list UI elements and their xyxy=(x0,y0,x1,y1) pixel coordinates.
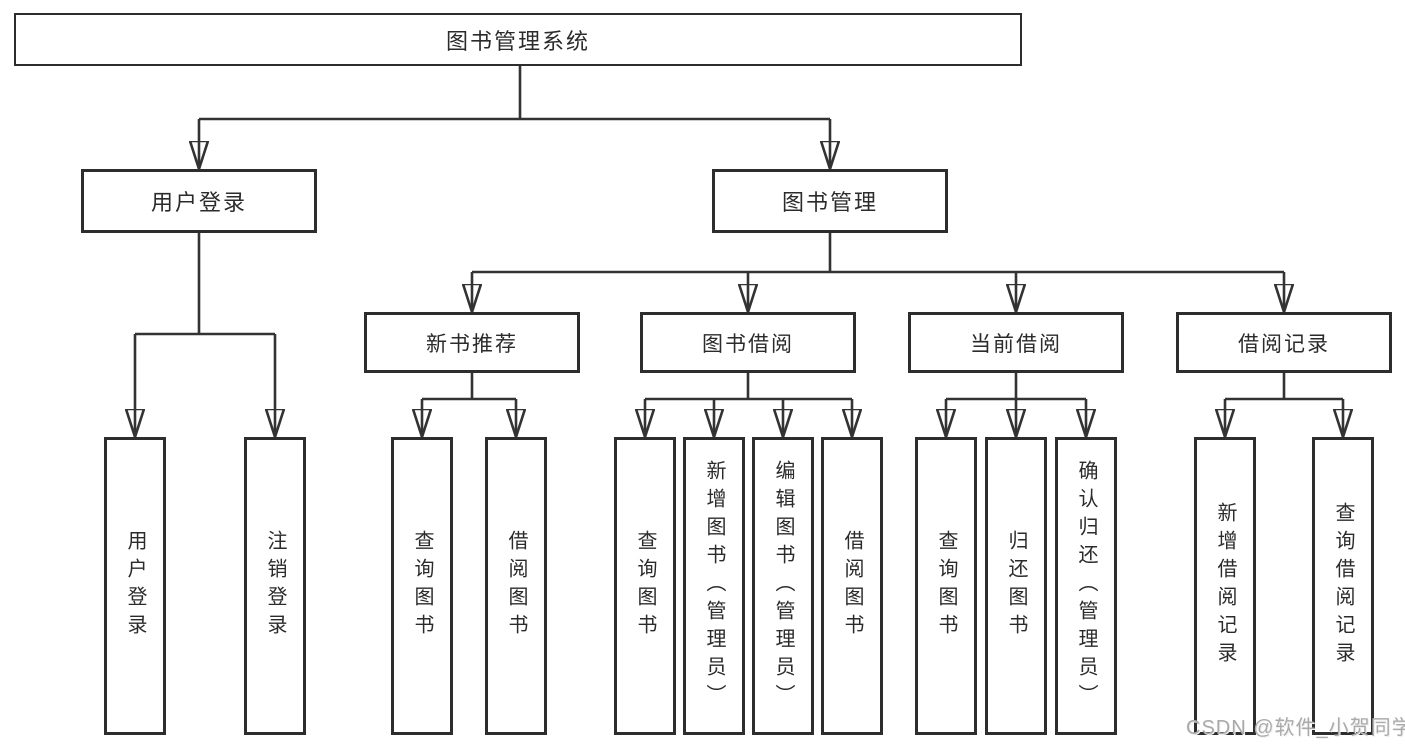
trunk-connector xyxy=(199,66,830,121)
leaf-query-books-1: 查询图书 xyxy=(391,437,453,735)
leaf-edit-books-admin: 编辑图书（管理员） xyxy=(752,437,814,735)
leaf-logout: 注销登录 xyxy=(244,437,306,735)
leaf-return-books: 归还图书 xyxy=(985,437,1047,735)
node-borrowing-records: 借阅记录 xyxy=(1176,312,1392,373)
leaf-confirm-return-admin: 确认归还（管理员） xyxy=(1055,437,1117,735)
leaf-borrow-books-2: 借阅图书 xyxy=(821,437,883,735)
node-new-book-recommend: 新书推荐 xyxy=(364,312,580,373)
leaf-add-borrow-record: 新增借阅记录 xyxy=(1194,437,1256,735)
node-book-management: 图书管理 xyxy=(712,169,948,233)
leaf-query-books-2: 查询图书 xyxy=(614,437,676,735)
book-management-branch xyxy=(472,233,1284,274)
csdn-watermark: CSDN @软件_小贺同学 xyxy=(1186,717,1405,739)
user-login-branch xyxy=(135,233,275,336)
node-book-borrowing: 图书借阅 xyxy=(640,312,856,373)
current-borrowing-branch xyxy=(946,373,1086,401)
leaf-query-books-3: 查询图书 xyxy=(915,437,977,735)
leaf-user-login: 用户登录 xyxy=(104,437,166,735)
leaf-query-borrow-record: 查询借阅记录 xyxy=(1312,437,1374,735)
new-book-recommend-branch xyxy=(422,373,516,401)
book-borrowing-branch xyxy=(645,373,852,401)
leaf-borrow-books-1: 借阅图书 xyxy=(485,437,547,735)
node-user-login: 用户登录 xyxy=(81,169,317,233)
node-current-borrowing: 当前借阅 xyxy=(908,312,1124,373)
node-root: 图书管理系统 xyxy=(14,13,1022,66)
borrowing-records-branch xyxy=(1225,373,1343,401)
leaf-add-books-admin: 新增图书（管理员） xyxy=(683,437,745,735)
